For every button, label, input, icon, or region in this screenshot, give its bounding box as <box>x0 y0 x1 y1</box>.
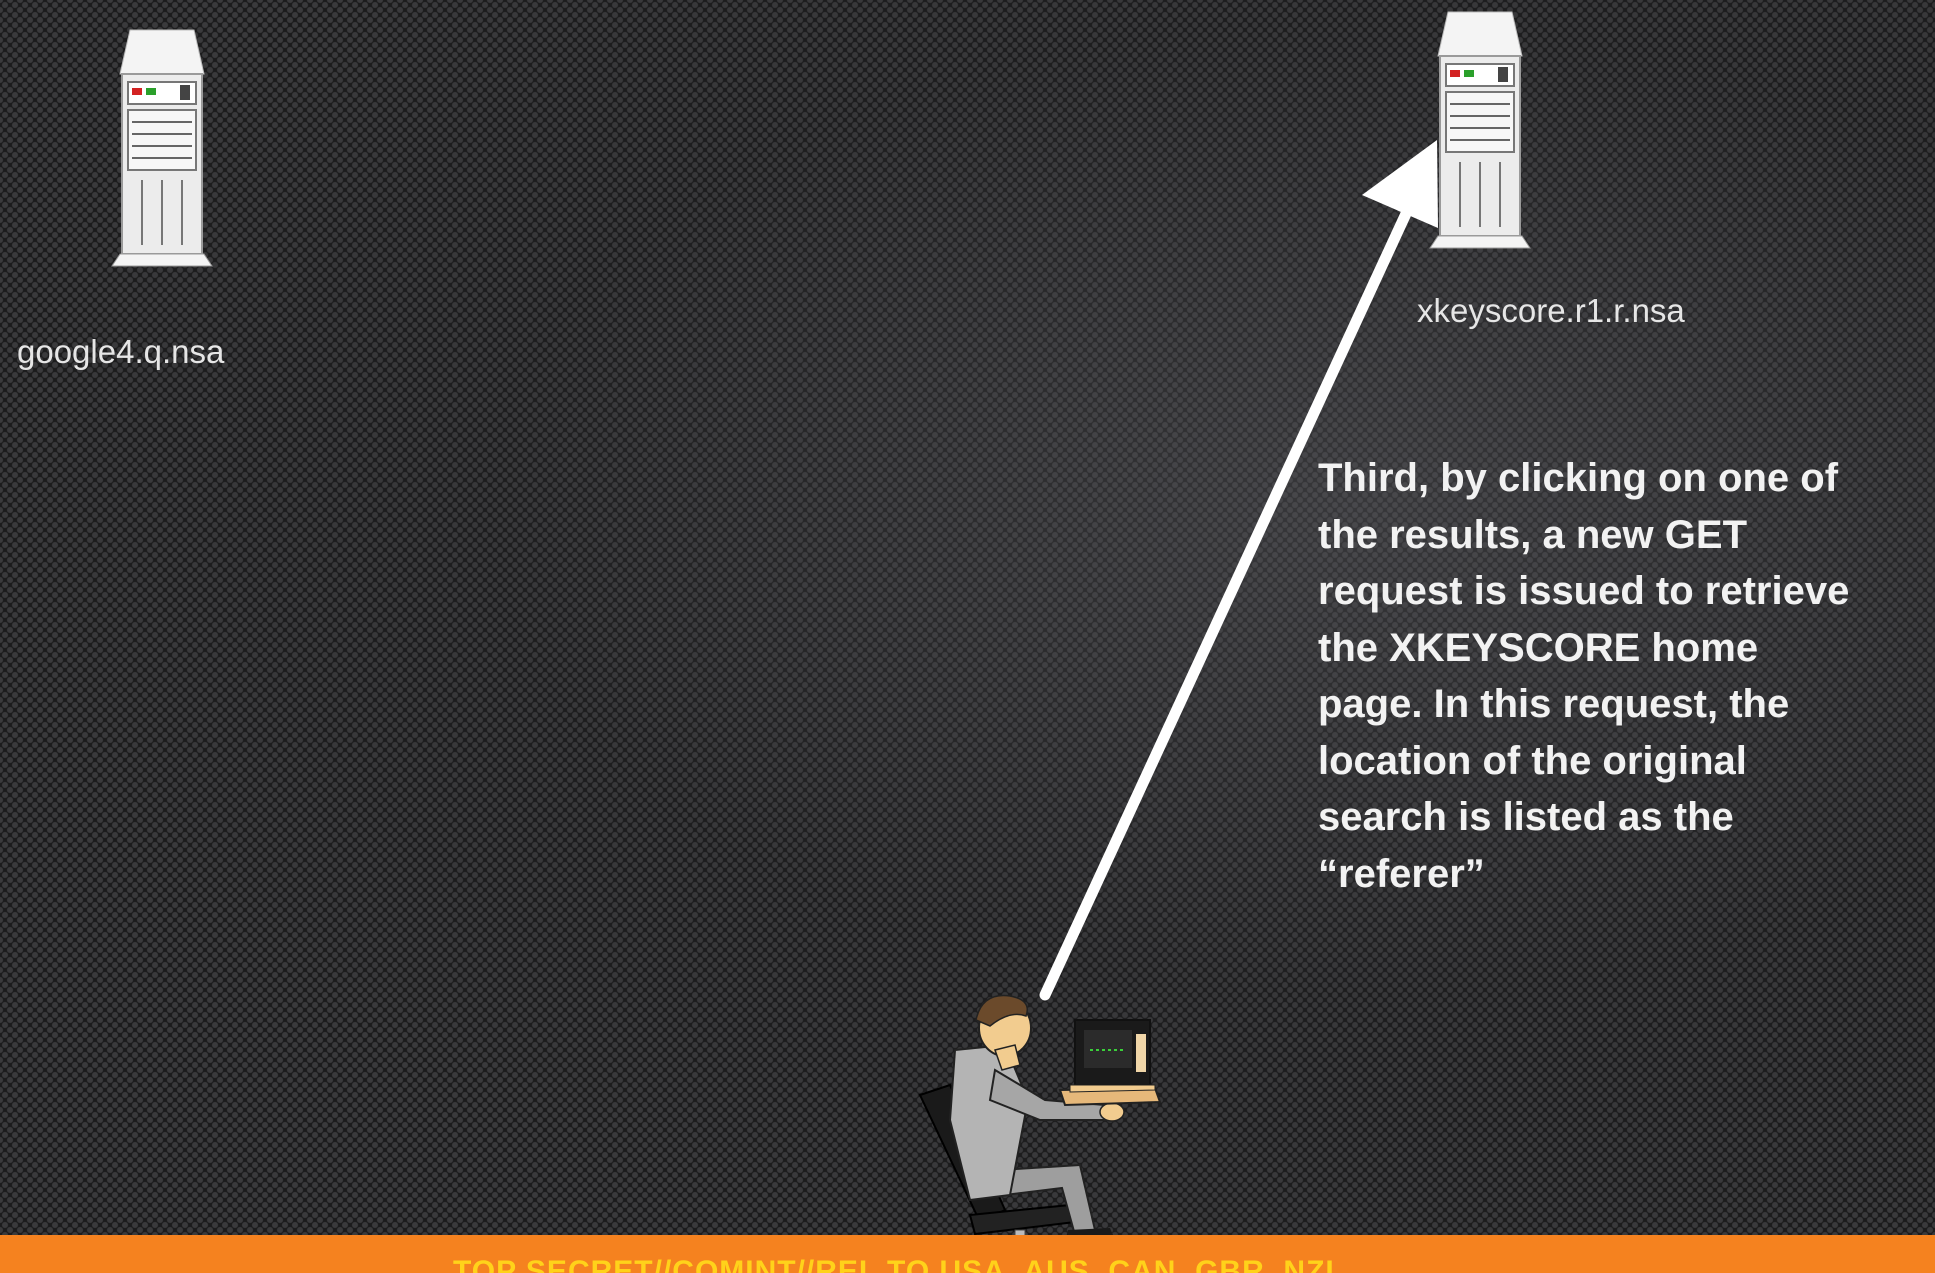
person-at-computer-icon <box>910 990 1200 1273</box>
classification-banner: TOP SECRET//COMINT//REL TO USA, AUS, CAN… <box>0 1235 1935 1273</box>
step-description: Third, by clicking on one of the results… <box>1318 450 1930 902</box>
classification-text: TOP SECRET//COMINT//REL TO USA, AUS, CAN… <box>453 1255 1345 1273</box>
